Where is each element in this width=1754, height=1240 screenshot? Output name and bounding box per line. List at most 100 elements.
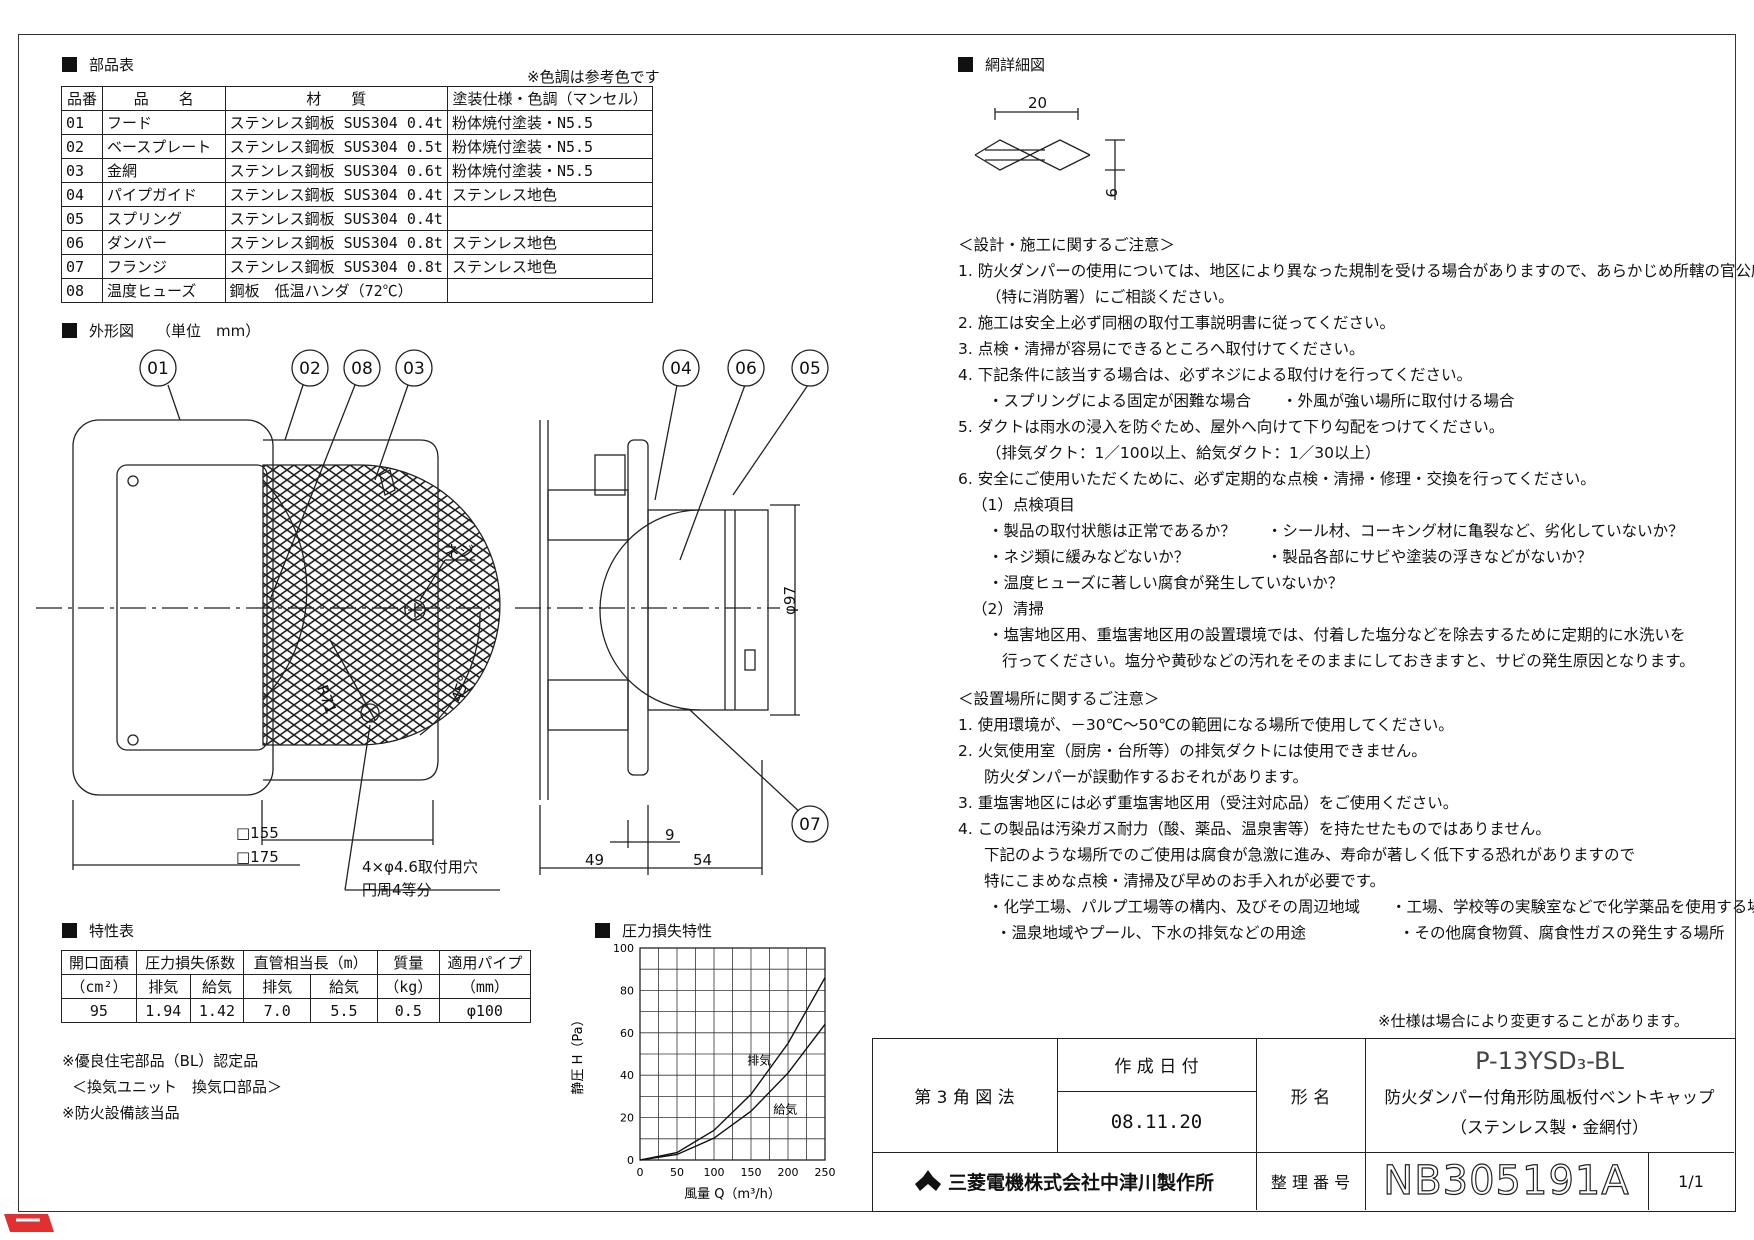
date-value: 08.11.20 [1110,1110,1203,1133]
y-tick-label: 60 [620,1027,634,1040]
dim-175: □175 [236,848,279,866]
parts-cell: 温度ヒューズ [102,278,226,303]
chart-heading: 圧力損失特性 [595,920,712,941]
note-line: （排気ダクト：1／100以上、給気ダクト：1／30以上） [986,444,1381,462]
note-line: （2）清掃 [972,600,1044,618]
bl-sub-note: ＜換気ユニット 換気口部品＞ [72,1078,283,1096]
ref-label: 整 理 番 号 [1270,1173,1351,1192]
parts-cell: フランジ [102,254,226,279]
note-line: （1）点検項目 [972,496,1075,514]
parts-cell: ステンレス鋼板 SUS304 0.5t [224,134,448,159]
fire-note: ※防火設備該当品 [62,1104,180,1122]
x-tick-label: 200 [778,1166,799,1179]
callout-circle [139,349,177,387]
spec-change-note: ※仕様は場合により変更することがあります。 [1378,1012,1689,1030]
date-label: 作 成 日 付 [1114,1057,1199,1077]
series-line-supply [639,1023,826,1161]
callout-label: 04 [670,359,692,379]
note-line: ・温泉地域やプール、下水の排気などの用途 ・その他腐食物質、腐食性ガスの発生する… [996,924,1725,942]
x-tick-label: 100 [704,1166,725,1179]
note-line: ・スプリングによる固定が困難な場合 ・外風が強い場所に取付ける場合 [988,392,1515,410]
callout-label: 07 [799,815,821,835]
ref-number: NB305191A [1383,1157,1630,1204]
y-axis-label: 静圧 H（Pa） [571,1013,586,1094]
parts-cell: 粉体焼付塗装・N5.5 [446,110,654,135]
model-number: P-13YSD₃-BL [1475,1047,1624,1075]
note-line: 4. この製品は汚染ガス耐力（酸、薬品、温泉害等）を持たせたものではありません。 [958,820,1551,838]
parts-cell: パイプガイド [102,182,226,207]
holes-note: 円周4等分 [362,881,432,899]
location-notes-heading: ＜設置場所に関するご注意＞ [958,690,1160,708]
sheet-number: 1/1 [1678,1171,1704,1191]
parts-cell: ステンレス鋼板 SUS304 0.4t [224,110,448,135]
company-name: 三菱電機株式会社中津川製作所 [872,1152,1256,1210]
parts-cell: ステンレス鋼板 SUS304 0.6t [224,158,448,183]
note-line: ・塩害地区用、重塩害地区用の設置環境では、付着した塩分などを除去するために定期的… [988,626,1686,644]
dim-54: 54 [693,851,712,869]
note-line: ・ネジ類に緩みなどないか？ ・製品各部にサビや塗装の浮きなどがないか？ [988,548,1593,566]
y-tick-label: 20 [620,1112,634,1125]
callout-label: 06 [735,359,757,379]
note-line: ・温度ヒューズに著しい腐食が発生していないか？ [988,574,1344,592]
product-name: 防火ダンパー付角形防風板付ベントキャップ [1384,1088,1715,1107]
note-line: 6. 安全にご使用いただくために、必ず定期的な点検・清掃・修理・交換を行ってくだ… [958,470,1596,488]
callout-circle [662,349,700,387]
parts-cell: 03 [60,158,104,183]
x-tick-label: 250 [815,1166,836,1179]
product-subname: （ステンレス製・金網付） [1450,1118,1649,1137]
series-label-exhaust: 排気 [747,1053,771,1068]
parts-cell: 02 [60,134,104,159]
parts-cell: 07 [60,254,104,279]
corner-mark-icon [4,1214,54,1232]
note-line: 行ってください。塩分や黄砂などの汚れをそのままにしておきますと、サビの発生原因と… [1002,652,1695,670]
parts-header-cell: 材 質 [224,86,448,111]
parts-cell: 粉体焼付塗装・N5.5 [446,134,654,159]
note-line: （特に消防署）にご相談ください。 [986,288,1234,306]
note-line: 防火ダンパーが誤動作するおそれがあります。 [984,768,1308,786]
holes-label: 4×φ4.6取付用穴 [362,858,478,876]
callout-circle [291,349,329,387]
mitsubishi-logo-icon [914,1170,941,1191]
y-tick-label: 40 [620,1069,634,1082]
note-line: ・製品の取付状態は正常であるか？ ・シール材、コーキング材に亀裂など、劣化してい… [988,522,1684,540]
callout-label: 01 [147,359,169,379]
parts-cell: フード [102,110,226,135]
dim-49: 49 [585,851,604,869]
x-tick-label: 0 [637,1166,644,1179]
parts-cell: ステンレス鋼板 SUS304 0.4t [224,206,448,231]
callout-label: 08 [351,359,373,379]
dim-9: 9 [665,826,675,844]
mesh-area [262,464,501,746]
projection-label: 第 3 角 図 法 [914,1087,1015,1108]
bl-note: ※優良住宅部品（BL）認定品 [62,1052,259,1070]
note-line: 2. 火気使用室（厨房・台所等）の排気ダクトには使用できません。 [958,742,1427,760]
parts-cell: 08 [60,278,104,303]
parts-cell: 鋼板 低温ハンダ（72℃） [224,278,448,303]
characteristics-table: 開口面積圧力損失係数直管相当長（m）質量適用パイプ （cm²）排気給気排気給気（… [61,950,532,1023]
y-tick-label: 80 [620,984,634,997]
parts-header-cell: 塗装仕様・色調（マンセル） [446,86,654,111]
note-line: ・化学工場、パルプ工場等の構内、及びその周辺地域 ・工場、学校等の実験室などで化… [988,898,1754,916]
parts-cell: 金網 [102,158,226,183]
parts-cell: スプリング [102,206,226,231]
note-line: 3. 重塩害地区には必ず重塩害地区用（受注対応品）をご使用ください。 [958,794,1459,812]
note-line: 3. 点検・清掃が容易にできるところへ取付けてください。 [958,340,1365,358]
note-line: 下記のような場所でのご使用は腐食が急激に進み、寿命が著しく低下する恐れがあります… [984,846,1636,864]
callout-label: 05 [799,359,821,379]
note-line: 5. ダクトは雨水の浸入を防ぐため、屋外へ向けて下り勾配をつけてください。 [958,418,1505,436]
callout-label: 02 [299,359,321,379]
color-note: ※色調は参考色です [527,68,660,86]
characteristics-heading: 特性表 [62,920,134,941]
dim-155: □155 [236,824,279,842]
outline-heading: 外形図（単位 mm） [62,320,260,341]
series-label-supply: 給気 [773,1101,797,1116]
callout-circle [343,349,381,387]
x-tick-label: 150 [741,1166,762,1179]
